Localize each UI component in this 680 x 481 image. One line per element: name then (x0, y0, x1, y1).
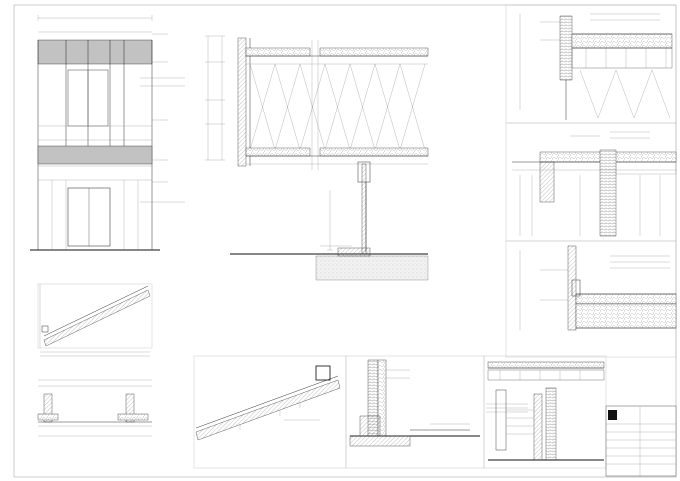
wall-section-main (205, 35, 429, 281)
detail-top-right (505, 4, 677, 124)
sloped-detail-left (37, 283, 153, 357)
detail-middle-right (505, 122, 677, 242)
title-block (605, 405, 677, 477)
notes-column (486, 403, 528, 413)
base-detail-bottom-center (345, 355, 485, 469)
detail-lower-right (505, 240, 677, 358)
plan-detail-bottom-left (37, 379, 152, 437)
facade-elevation (30, 15, 185, 251)
logo-mark (608, 410, 617, 420)
sloped-detail-bottom-center (193, 355, 347, 469)
